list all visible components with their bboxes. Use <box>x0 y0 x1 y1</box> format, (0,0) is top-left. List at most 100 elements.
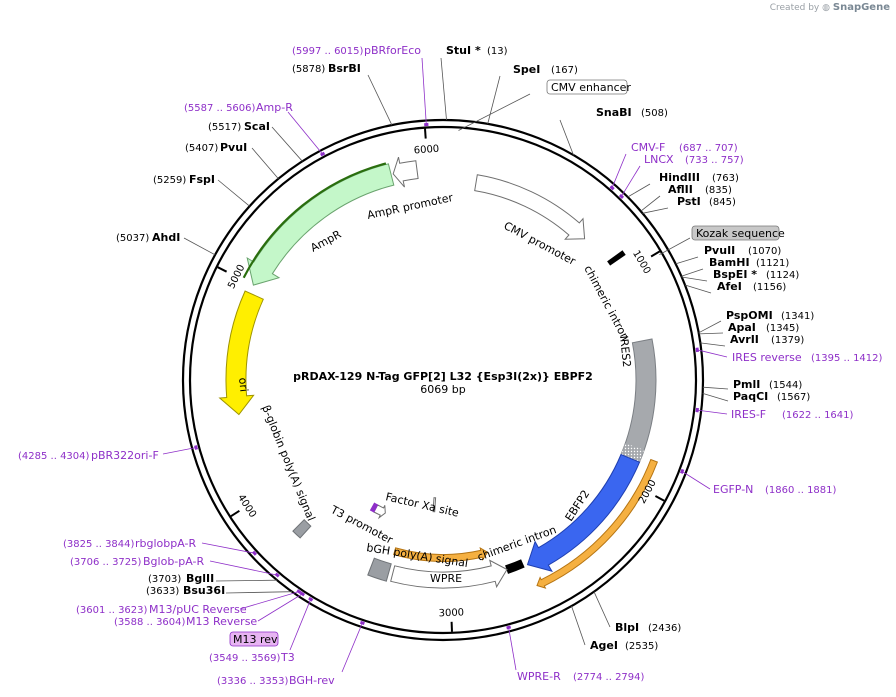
primer-iresf[interactable]: IRES-F <box>731 408 766 421</box>
primer-leader-line <box>162 447 197 455</box>
site-bsu36i[interactable]: Bsu36I <box>183 584 225 597</box>
primer-m13puc[interactable]: M13/pUC Reverse <box>149 603 247 616</box>
t3-promoter-arrow[interactable] <box>373 504 386 520</box>
site-leader-line <box>700 342 726 347</box>
site-bspei-pos: (1124) <box>766 270 799 281</box>
site-paqci[interactable]: PaqCI <box>733 390 768 403</box>
ires2-dotted-segment <box>621 443 645 463</box>
primer-lncx[interactable]: LNCX <box>644 153 674 166</box>
primer-ires-reverse-range: (1395 .. 1412) <box>811 353 883 364</box>
primer-egfpn[interactable]: EGFP-N <box>713 483 753 496</box>
site-leader-line <box>217 179 250 207</box>
chimeric-intron-2-marker[interactable] <box>505 559 525 574</box>
site-bspei[interactable]: BspEI * <box>713 268 757 281</box>
plasmid-size: 6069 bp <box>420 383 465 396</box>
site-leader-line <box>698 332 724 335</box>
site-aflii[interactable]: AflII <box>668 183 693 196</box>
ampr-promoter-arrow[interactable] <box>392 156 419 188</box>
site-blpi[interactable]: BlpI <box>615 621 639 634</box>
m13-rev-label: M13 rev <box>233 633 278 646</box>
primer-rbglobpar[interactable]: rbglobpA-R <box>135 537 196 550</box>
site-spei[interactable]: SpeI <box>513 63 540 76</box>
site-bsrbi[interactable]: BsrBI <box>328 62 361 75</box>
site-pspomi[interactable]: PspOMI <box>726 309 773 322</box>
site-leader-line <box>702 393 729 402</box>
ampr-promoter-label: AmpR promoter <box>366 191 455 222</box>
site-snabi[interactable]: SnaBI <box>596 106 632 119</box>
tick-mark <box>230 509 240 518</box>
bgh-orange-arc[interactable] <box>393 547 489 562</box>
site-bamhi[interactable]: BamHI <box>709 256 750 269</box>
t3-primer-marker[interactable] <box>369 502 379 513</box>
site-ahdi[interactable]: AhdI <box>152 231 180 244</box>
kozak-sequence-box[interactable]: Kozak sequence <box>691 225 785 241</box>
bgh-polya-box[interactable] <box>367 557 392 582</box>
site-psti[interactable]: PstI <box>677 195 701 208</box>
site-pmli[interactable]: PmlI <box>733 378 760 391</box>
primer-pbr322orif[interactable]: pBR322ori-F <box>91 449 159 462</box>
site-ahdi-pos: (5037) <box>116 233 149 244</box>
site-pmli-pos: (1544) <box>769 380 802 391</box>
ires2-label: IRES2 <box>617 335 633 368</box>
primer-leader-line <box>421 57 427 125</box>
primer-leader-line <box>697 349 728 358</box>
chimeric-intron-1-marker[interactable] <box>607 250 626 266</box>
site-aflii-pos: (835) <box>705 185 732 196</box>
leaders-layer <box>162 57 729 673</box>
cmv-enhancer-box[interactable]: CMV enhancer <box>546 79 631 95</box>
primer-binding-mark <box>308 596 314 602</box>
site-scai[interactable]: ScaI <box>244 120 270 133</box>
site-snabi-pos: (508) <box>641 108 668 119</box>
site-leader-line <box>640 195 661 212</box>
site-leader-line <box>271 126 303 162</box>
factor-xa-site-marker[interactable] <box>432 497 437 513</box>
site-avrii[interactable]: AvrII <box>730 333 759 346</box>
site-fspi[interactable]: FspI <box>189 173 215 186</box>
egfp-orange-arc[interactable] <box>536 458 659 589</box>
chimeric-intron-1-label: chimeric intron <box>581 263 631 342</box>
site-apai[interactable]: ApaI <box>728 321 756 334</box>
site-apai-pos: (1345) <box>766 323 799 334</box>
ampr-arrow[interactable] <box>246 163 395 286</box>
primer-leader-line <box>508 627 517 671</box>
primer-leader-line <box>611 153 627 188</box>
site-agei[interactable]: AgeI <box>590 639 618 652</box>
beta-globin-polya-box[interactable] <box>292 518 312 539</box>
ebfp2-arrow[interactable] <box>526 453 641 572</box>
primer-wprer[interactable]: WPRE-R <box>517 670 561 683</box>
primer-ires-reverse[interactable]: IRES reverse <box>732 351 802 364</box>
site-leader-line <box>559 119 574 156</box>
primer-rbglobpar-range: (3825 .. 3844) <box>63 539 135 550</box>
site-leader-line <box>571 605 586 646</box>
wpre-arrow[interactable] <box>390 559 508 589</box>
primer-bglobpar[interactable]: Bglob-pA-R <box>143 555 205 568</box>
site-pvui[interactable]: PvuI <box>220 141 247 154</box>
primer-binding-mark <box>618 193 625 199</box>
primer-binding-mark <box>274 572 280 578</box>
ori-arrow[interactable] <box>218 290 264 416</box>
primer-bghrev[interactable]: BGH-rev <box>289 674 335 687</box>
site-leader-line <box>487 75 501 124</box>
primer-ampr[interactable]: Amp-R <box>256 101 293 114</box>
primer-pbrforeco-range: (5997 .. 6015) <box>292 46 364 57</box>
site-afei[interactable]: AfeI <box>717 280 742 293</box>
site-afei-pos: (1156) <box>753 282 786 293</box>
primer-lncx-range: (733 .. 757) <box>685 155 744 166</box>
primer-m13reverse[interactable]: M13 Reverse <box>186 615 257 628</box>
primer-binding-mark <box>296 589 302 595</box>
site-pvuii[interactable]: PvuII <box>704 244 735 257</box>
primer-pbrforeco[interactable]: pBRforEco <box>364 44 421 57</box>
primer-t3[interactable]: T3 <box>280 651 295 664</box>
site-bamhi-pos: (1121) <box>756 258 789 269</box>
m13-rev-box[interactable]: M13 rev <box>229 631 279 647</box>
tick-label: 1000 <box>630 249 652 277</box>
primer-ampr-range: (5587 .. 5606) <box>184 103 256 114</box>
primer-binding-mark <box>194 445 199 450</box>
primer-leader-line <box>239 591 300 610</box>
site-hindiii[interactable]: HindIII <box>659 171 700 184</box>
cmv-promoter-arrow[interactable] <box>474 174 586 240</box>
site-bglii[interactable]: BglII <box>186 572 214 585</box>
primer-cmvf[interactable]: CMV-F <box>631 141 665 154</box>
site-stui[interactable]: StuI * <box>446 44 481 57</box>
